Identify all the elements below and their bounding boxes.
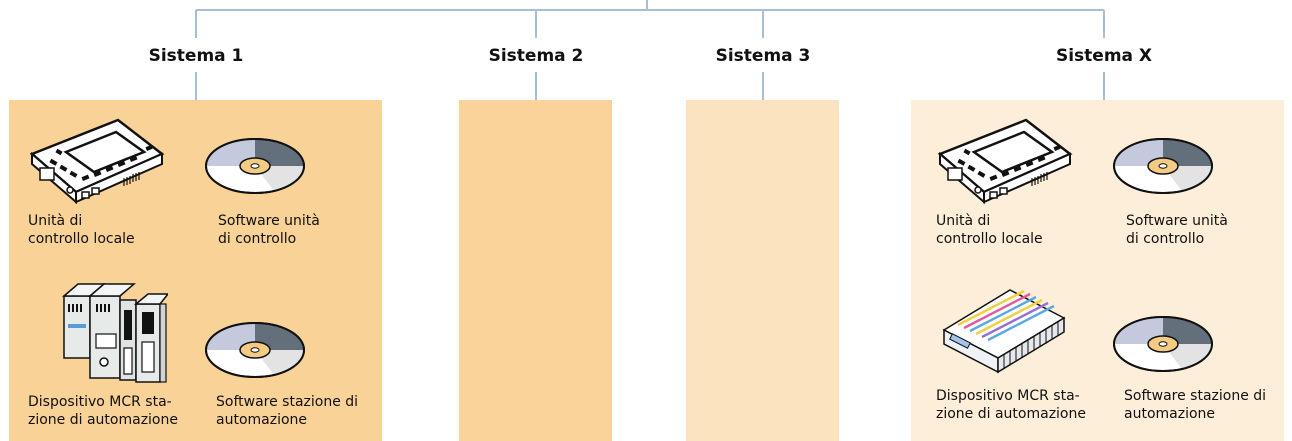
item-label: Software stazione di automazione: [1124, 388, 1267, 422]
disc-icon: [205, 138, 305, 194]
control-unit-icon: [29, 118, 165, 205]
terminal-block-icon: [942, 289, 1066, 374]
item-label: Software unità di controllo: [218, 213, 320, 247]
disc-icon: [1113, 138, 1213, 194]
disc-icon: [1113, 316, 1213, 372]
system-1-title: Sistema 1: [148, 46, 244, 66]
system-2-title: Sistema 2: [488, 46, 584, 66]
control-unit-icon: [937, 118, 1073, 205]
plc-rack-icon: [62, 283, 168, 383]
item-label: Software stazione di automazione: [216, 394, 359, 428]
system-2-panel: [459, 100, 612, 441]
system-3-title: Sistema 3: [715, 46, 811, 66]
item-label: Unità di controllo locale: [28, 213, 135, 247]
system-x-title: Sistema X: [1055, 46, 1153, 66]
disc-icon: [205, 322, 305, 378]
item-label: Unità di controllo locale: [936, 213, 1043, 247]
system-3-panel: [686, 100, 839, 441]
item-label: Software unità di controllo: [1126, 213, 1228, 247]
item-label: Dispositivo MCR sta- zione di automazion…: [936, 388, 1086, 422]
item-label: Dispositivo MCR sta- zione di automazion…: [28, 394, 178, 428]
